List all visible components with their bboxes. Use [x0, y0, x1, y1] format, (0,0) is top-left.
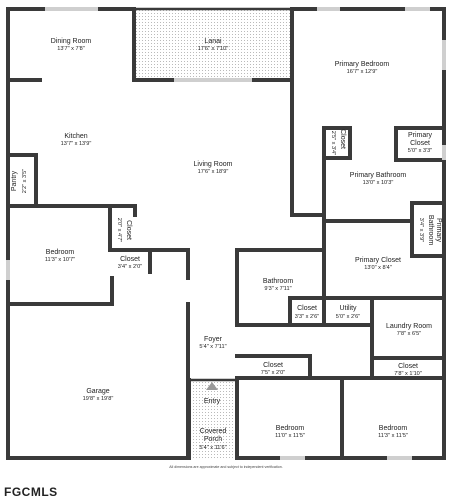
closet-c-dim: 3'4" x 2'0" [118, 264, 142, 270]
windows [6, 7, 446, 460]
primary-bath-main-dim: 13'0" x 10'3" [363, 180, 394, 186]
closet-d-dim: 3'3" x 2'6" [295, 314, 319, 320]
closet-a-label: Closet [339, 129, 346, 149]
kitchen-dim: 13'7" x 13'9" [61, 141, 92, 147]
bedroom-right-label: Bedroom [379, 425, 408, 432]
covered-porch-label-1: Covered [200, 428, 227, 435]
porch-floor [189, 380, 237, 459]
closet-e-label: Closet [263, 362, 283, 369]
dining-dim: 13'7" x 7'8" [57, 46, 85, 52]
lanai-dim: 17'6" x 7'10" [198, 46, 229, 52]
primary-closet-big-dim: 13'0" x 8'4" [364, 265, 392, 271]
bedroom-left-label: Bedroom [46, 249, 75, 256]
utility-label: Utility [339, 305, 357, 312]
garage-label: Garage [86, 388, 109, 395]
covered-porch-label-2: Porch [204, 436, 222, 443]
bedroom-mid-label: Bedroom [276, 425, 305, 432]
lanai-floor [134, 9, 292, 80]
bathroom-label: Bathroom [263, 278, 294, 285]
closet-c-label: Closet [120, 256, 140, 263]
bedroom-left-dim: 11'3" x 10'7" [45, 257, 75, 263]
living-dim: 17'6" x 18'9" [198, 169, 229, 175]
primary-closet-small-label-1: Primary [408, 132, 433, 139]
dining-label: Dining Room [51, 38, 92, 45]
primary-bedroom-dim: 16'7" x 12'9" [347, 69, 378, 75]
primary-bath-small-dim: 3'4" x 3'9" [418, 218, 424, 242]
laundry-label: Laundry Room [386, 323, 432, 330]
bathroom-dim: 9'3" x 7'11" [264, 286, 291, 292]
pantry-dim: 2'2" x 3'5" [22, 169, 28, 193]
primary-bath-small-label-1: Primary [435, 218, 442, 243]
primary-bath-small-label-2: Bathroom [427, 215, 434, 246]
primary-closet-small-label-2: Closet [410, 140, 430, 147]
entry-arrow-icon [206, 382, 218, 390]
primary-bath-main-label: Primary Bathroom [350, 172, 407, 179]
primary-closet-big-label: Primary Closet [355, 257, 401, 264]
closet-d-label: Closet [297, 305, 317, 312]
closet-f-label: Closet [398, 363, 418, 370]
laundry-dim: 7'8" x 6'5" [397, 331, 421, 337]
primary-bedroom-label: Primary Bedroom [335, 61, 390, 68]
living-label: Living Room [194, 161, 233, 168]
brand-logo: FGCMLS [4, 485, 58, 499]
foyer-label: Foyer [204, 336, 223, 343]
closet-b-label: Closet [125, 220, 132, 240]
covered-porch-dim: 5'4" x 11'6" [199, 445, 226, 451]
closet-b-dim: 2'0" x 4'7" [116, 218, 122, 242]
closet-e-dim: 7'5" x 2'0" [261, 370, 285, 376]
kitchen-label: Kitchen [64, 133, 87, 140]
entry-label: Entry [204, 398, 221, 405]
closet-f-dim: 7'8" x 1'10" [394, 371, 422, 377]
utility-dim: 5'0" x 2'6" [336, 314, 360, 320]
footnote: All dimensions are approximate and subje… [169, 465, 282, 469]
closet-a-dim: 2'5" x 3'4" [330, 131, 336, 155]
bedroom-mid-dim: 11'0" x 11'5" [275, 433, 305, 439]
garage-dim: 19'8" x 19'8" [83, 396, 114, 402]
bedroom-right-dim: 11'3" x 11'5" [378, 433, 408, 439]
lanai-label: Lanai [204, 38, 222, 45]
foyer-dim: 5'4" x 7'11" [199, 344, 226, 350]
pantry-label: Pantry [11, 170, 18, 191]
primary-closet-small-dim: 5'0" x 3'3" [408, 148, 432, 154]
